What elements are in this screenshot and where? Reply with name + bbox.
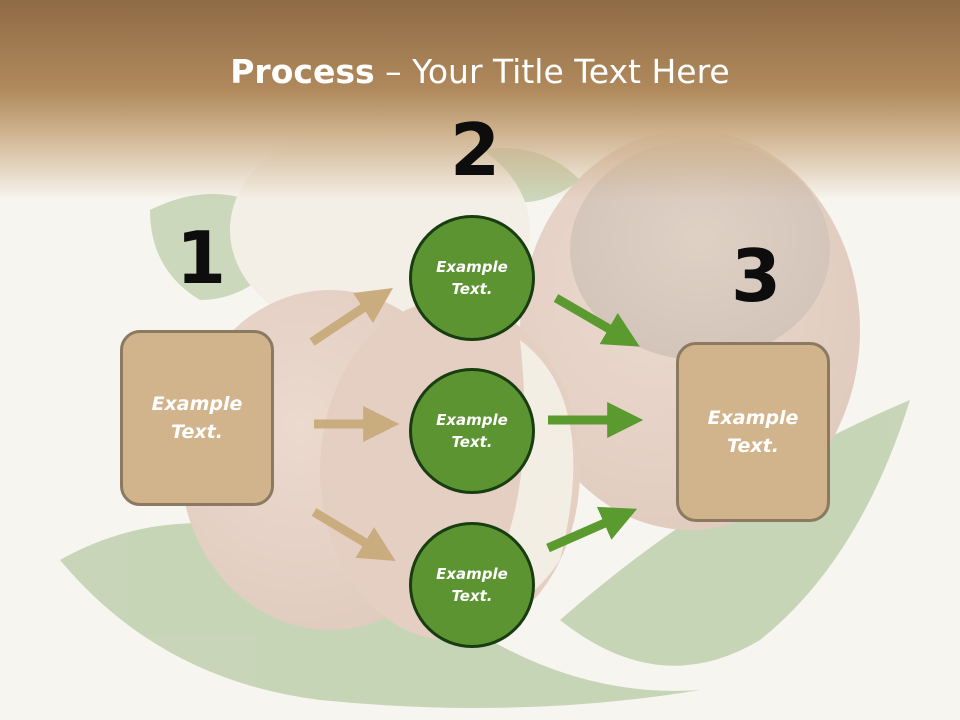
step-2-circle-bottom-text: Example Text. bbox=[436, 564, 508, 606]
title-bold: Process bbox=[230, 52, 375, 91]
arrow-to-step3-top bbox=[553, 294, 640, 347]
arrow-to-step3-bottom bbox=[546, 506, 638, 553]
title-rest: – Your Title Text Here bbox=[374, 52, 730, 91]
step-1-box: Example Text. bbox=[120, 330, 274, 506]
arrow-to-step2-bottom bbox=[311, 508, 396, 561]
step-2-circle-middle-text: Example Text. bbox=[436, 410, 508, 452]
step-number-2: 2 bbox=[450, 108, 501, 192]
arrow-to-step2-top bbox=[309, 288, 393, 346]
step-3-text: Example Text. bbox=[707, 406, 799, 458]
step-2-circle-top: Example Text. bbox=[409, 215, 535, 341]
step-number-1: 1 bbox=[176, 216, 227, 300]
step-2-circle-top-text: Example Text. bbox=[436, 257, 508, 299]
step-2-circle-bottom: Example Text. bbox=[409, 522, 535, 648]
header-band bbox=[0, 0, 960, 200]
step-1-text: Example Text. bbox=[151, 392, 243, 444]
step-number-3: 3 bbox=[731, 234, 782, 318]
step-3-box: Example Text. bbox=[676, 342, 830, 522]
step-2-circle-middle: Example Text. bbox=[409, 368, 535, 494]
slide-title: Process – Your Title Text Here bbox=[0, 52, 960, 91]
